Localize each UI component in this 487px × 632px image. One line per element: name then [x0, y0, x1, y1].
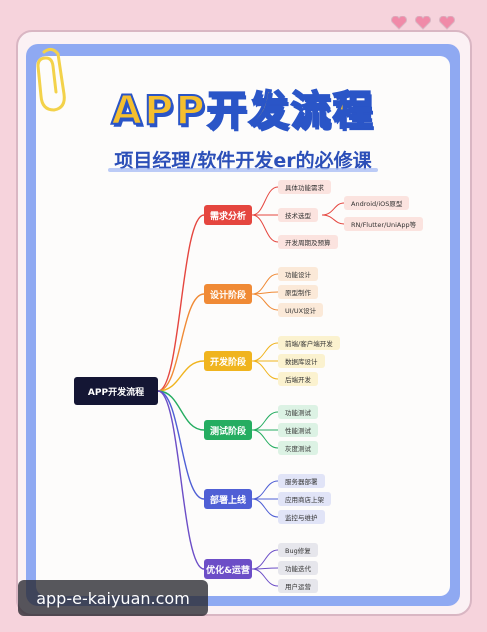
leaf-node: 监控与维护 — [278, 510, 325, 524]
leaf-connector — [251, 480, 279, 500]
stage-node: 优化&运营 — [204, 559, 252, 579]
stage-connector — [157, 390, 205, 500]
leaf-node: 性能测试 — [278, 423, 318, 437]
stage-node: 测试阶段 — [204, 420, 252, 440]
page-title: APP开发流程 — [110, 87, 375, 135]
leaf-connector — [251, 214, 279, 243]
mindmap-root: APP开发流程 — [74, 377, 158, 405]
stage-connector — [157, 214, 205, 392]
leaf-connector — [251, 273, 279, 295]
leaf-node: 后端开发 — [278, 372, 318, 386]
leaf-node: 应用商店上架 — [278, 492, 331, 506]
heart-icon — [391, 16, 407, 30]
leaf-connector — [251, 360, 279, 380]
stage-connector — [157, 390, 205, 570]
leaf-node: 具体功能需求 — [278, 180, 331, 194]
subtitle-underline — [108, 168, 378, 172]
leaf-node: UI/UX设计 — [278, 303, 324, 317]
leaf-node: 功能测试 — [278, 405, 318, 419]
leaf-node: 服务器部署 — [278, 474, 325, 488]
leaf-connector — [251, 342, 279, 362]
heart-icon — [439, 16, 455, 30]
sub-connector — [321, 202, 345, 216]
leaf-connector — [251, 549, 279, 570]
page-subtitle: 项目经理/软件开发er的必修课 — [114, 150, 372, 172]
leaf-connector — [251, 568, 279, 587]
leaf-node: 技术选型 — [278, 208, 318, 222]
leaf-connector — [251, 429, 279, 449]
leaf-node: 功能迭代 — [278, 561, 318, 575]
paperclip-icon — [36, 47, 66, 112]
leaf-node: Bug修复 — [278, 543, 318, 557]
leaf-node: 数据库设计 — [278, 354, 325, 368]
leaf-node: 功能设计 — [278, 267, 318, 281]
leaf-node: 前端/客户端开发 — [278, 336, 340, 350]
stage-connector — [157, 293, 205, 392]
sub-leaf-node: RN/Flutter/UniApp等 — [344, 217, 424, 231]
leaf-connector — [251, 411, 279, 431]
stage-connector — [157, 360, 205, 392]
leaf-node: 用户运营 — [278, 579, 318, 593]
watermark: app-e-kaiyuan.com — [18, 580, 208, 616]
stage-node: 需求分析 — [204, 205, 252, 225]
leaf-node: 灰度测试 — [278, 441, 318, 455]
leaf-connector — [251, 498, 279, 518]
stage-node: 开发阶段 — [204, 351, 252, 371]
sub-leaf-node: Android/iOS原型 — [344, 196, 410, 210]
leaf-node: 原型制作 — [278, 285, 318, 299]
stage-node: 部署上线 — [204, 489, 252, 509]
leaf-connector — [251, 186, 279, 216]
leaf-connector — [251, 293, 279, 311]
heart-icon — [415, 16, 431, 30]
leaf-node: 开发周期及预算 — [278, 235, 338, 249]
stage-node: 设计阶段 — [204, 284, 252, 304]
stage-connector — [157, 390, 205, 431]
sub-connector — [321, 214, 345, 225]
